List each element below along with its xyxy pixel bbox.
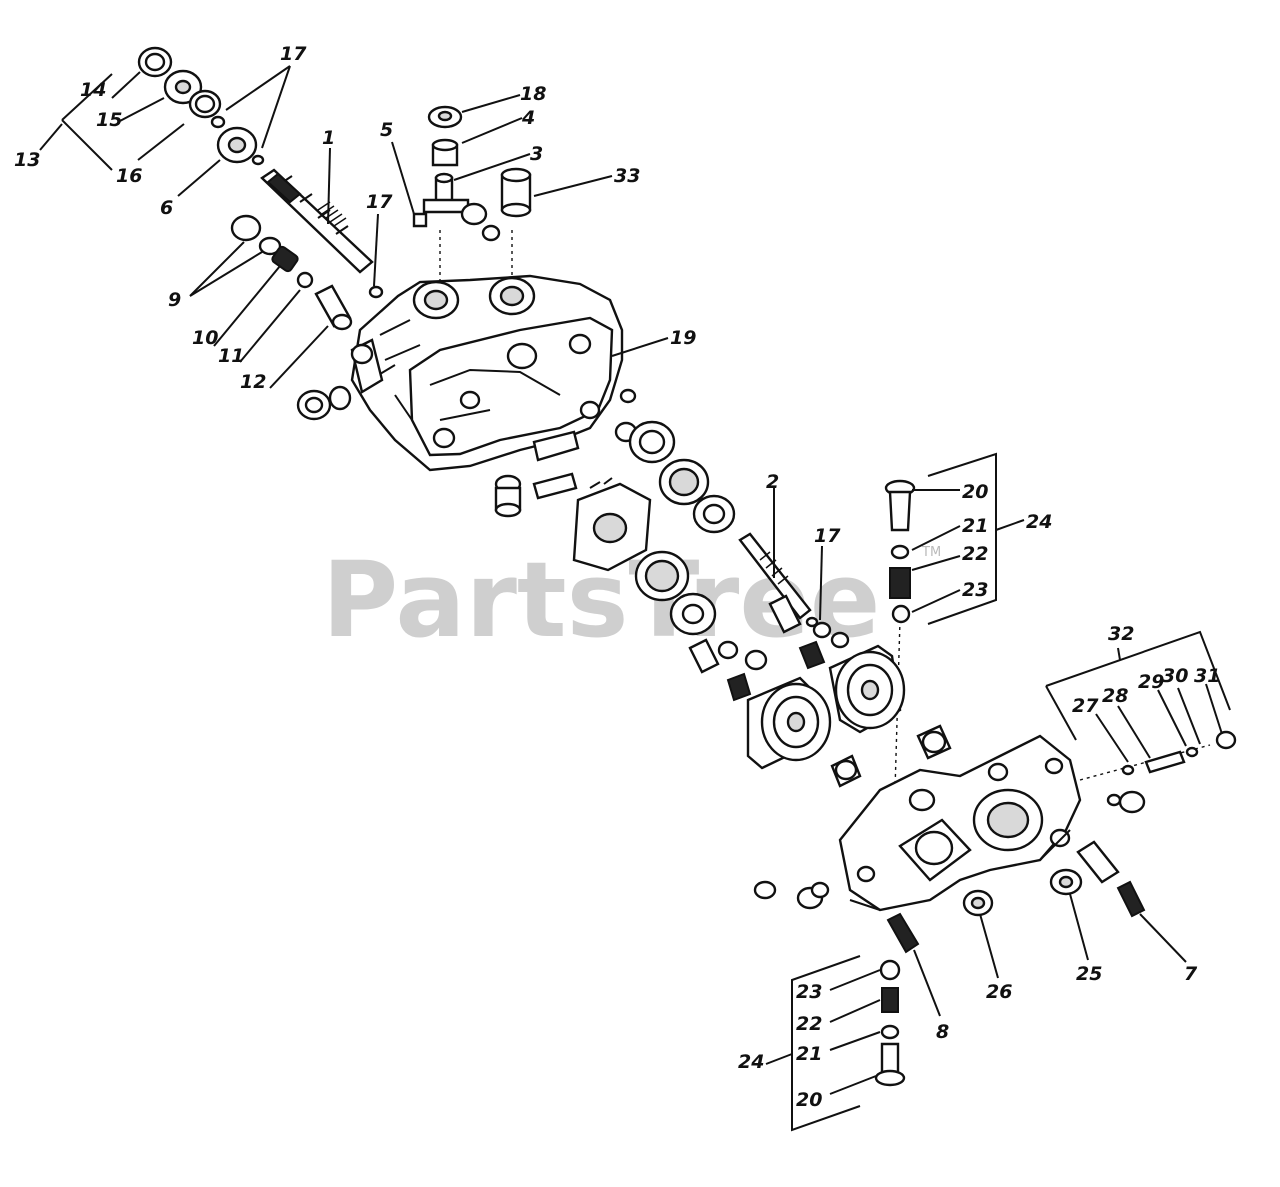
key-5-part [412, 212, 428, 228]
callout-15: 15 [96, 109, 122, 131]
callout-30: 30 [1162, 665, 1188, 687]
callout-31: 31 [1194, 665, 1220, 687]
callout-12: 12 [240, 371, 266, 393]
callout-1: 1 [322, 127, 335, 149]
callout-21-bottom: 21 [796, 1043, 822, 1065]
bottom-left-parts [753, 880, 920, 954]
seal-bearing-stack [137, 46, 265, 166]
callout-22-top: 22 [962, 543, 988, 565]
callout-18: 18 [520, 83, 546, 105]
callout-27: 27 [1072, 695, 1099, 717]
check-valve-bottom [874, 959, 906, 1087]
callout-13: 13 [14, 149, 40, 171]
callout-7: 7 [1184, 963, 1198, 985]
callout-24-bottom: 24 [738, 1051, 764, 1073]
callout-26: 26 [986, 981, 1012, 1003]
callout-3: 3 [530, 143, 543, 165]
callout-23-top: 23 [962, 579, 988, 601]
callout-19: 19 [670, 327, 696, 349]
callout-33: 33 [614, 165, 640, 187]
right-small-parts [962, 730, 1237, 918]
callout-23-bottom: 23 [796, 981, 822, 1003]
main-housing-19 [350, 274, 624, 472]
callout-2: 2 [766, 471, 779, 493]
callout-22-bottom: 22 [796, 1013, 822, 1035]
callout-8: 8 [936, 1021, 949, 1043]
callout-4: 4 [521, 107, 535, 129]
callout-28: 28 [1102, 685, 1128, 707]
swashplate-parts [494, 388, 736, 636]
callout-32: 32 [1108, 623, 1134, 645]
callout-14: 14 [80, 79, 106, 101]
callout-20-bottom: 20 [796, 1089, 822, 1111]
input-shaft-1 [260, 168, 374, 274]
cylinder-blocks [746, 644, 952, 788]
plug-9-part [230, 214, 262, 242]
callout-9: 9 [168, 289, 181, 311]
leader-lines [39, 65, 1231, 1132]
callout-5: 5 [380, 119, 393, 141]
ball-11-part [296, 271, 314, 289]
callout-29: 29 [1138, 671, 1164, 693]
callout-21-top: 21 [962, 515, 988, 537]
screw-8-part [886, 912, 920, 954]
callout-6: 6 [160, 197, 173, 219]
callout-10: 10 [192, 327, 218, 349]
callout-16: 16 [116, 165, 142, 187]
callout-20-top: 20 [962, 481, 988, 503]
callout-25: 25 [1076, 963, 1102, 985]
callout-labels: 14 15 16 6 13 17 1 9 10 11 12 17 5 18 4 … [14, 43, 1220, 1111]
callout-17-mid: 17 [366, 191, 393, 213]
callout-17-top: 17 [280, 43, 307, 65]
callout-17-right: 17 [814, 525, 841, 547]
left-small-parts [230, 214, 353, 421]
callout-11: 11 [218, 345, 244, 367]
watermark-trademark: TM [921, 545, 941, 560]
callout-24-top: 24 [1026, 511, 1052, 533]
center-section [838, 734, 1082, 912]
check-valve-top [884, 479, 916, 624]
top-control-parts [412, 105, 532, 242]
